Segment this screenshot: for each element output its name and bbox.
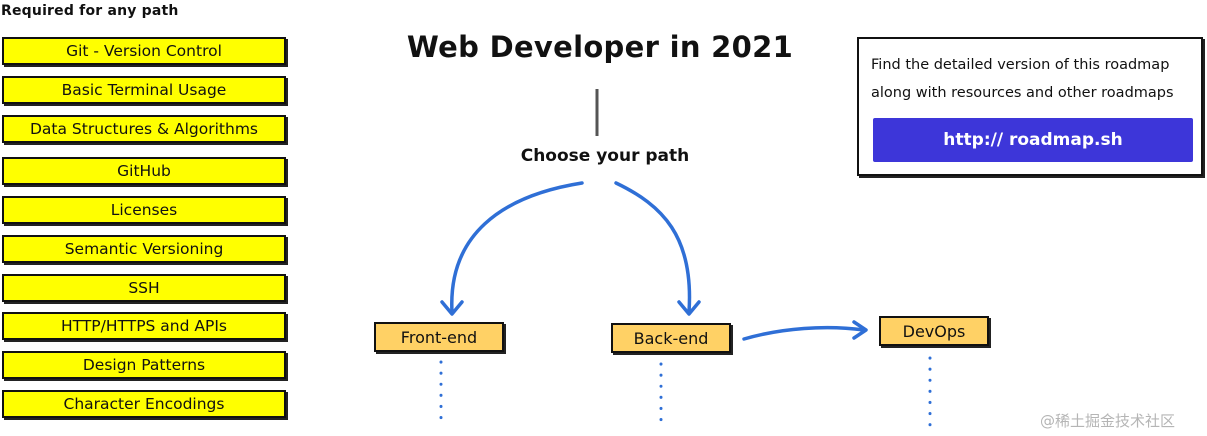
info-text-line-1: Find the detailed version of this roadma…: [871, 57, 1170, 73]
required-item-terminal[interactable]: Basic Terminal Usage: [2, 76, 286, 104]
info-text-line-2: along with resources and other roadmaps: [871, 85, 1174, 101]
roadmap-link-button[interactable]: http:// roadmap.sh: [873, 118, 1193, 162]
arrow-to-frontend: [450, 181, 584, 314]
choose-path-label: Choose your path: [520, 146, 690, 166]
path-devops[interactable]: DevOps: [879, 316, 989, 346]
arrow-to-devops: [742, 325, 866, 341]
required-item-http-apis[interactable]: HTTP/HTTPS and APIs: [2, 312, 286, 340]
required-item-github[interactable]: GitHub: [2, 157, 286, 185]
arrowhead-backend: [677, 300, 701, 316]
required-item-git[interactable]: Git - Version Control: [2, 37, 286, 65]
required-item-semver[interactable]: Semantic Versioning: [2, 235, 286, 263]
roadmap-title: Web Developer in 2021: [406, 30, 794, 64]
arrow-to-backend: [614, 181, 692, 314]
arrowhead-frontend: [440, 300, 464, 316]
required-item-ssh[interactable]: SSH: [2, 274, 286, 302]
watermark-text: @稀土掘金技术社区: [1040, 412, 1176, 430]
path-frontend[interactable]: Front-end: [374, 322, 504, 352]
arrowhead-devops: [852, 320, 868, 340]
required-section-title: Required for any path: [1, 3, 179, 19]
path-backend[interactable]: Back-end: [611, 323, 731, 353]
required-item-licenses[interactable]: Licenses: [2, 196, 286, 224]
required-item-data-structures[interactable]: Data Structures & Algorithms: [2, 115, 286, 143]
required-item-character-encodings[interactable]: Character Encodings: [2, 390, 286, 418]
required-item-design-patterns[interactable]: Design Patterns: [2, 351, 286, 379]
info-box: Find the detailed version of this roadma…: [857, 37, 1203, 176]
